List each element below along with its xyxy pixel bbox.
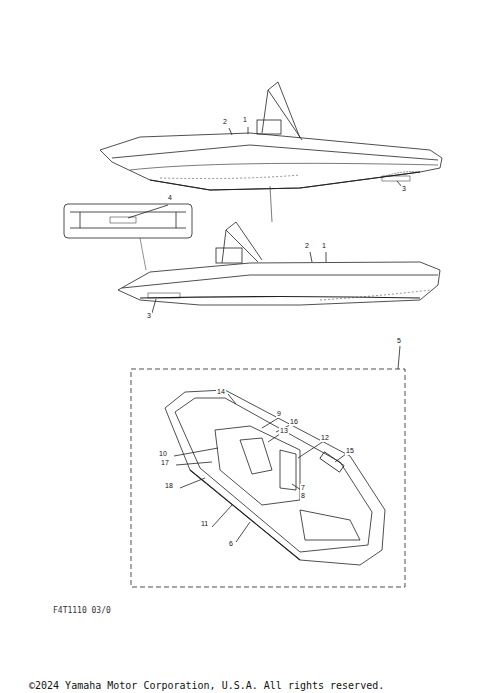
callout-number: 12	[320, 434, 330, 442]
callout-number: 1	[242, 116, 248, 124]
transom-inset	[64, 204, 192, 270]
callout-number: 7	[300, 484, 306, 492]
callout-number: 4	[167, 194, 173, 202]
callout-number: 15	[345, 447, 355, 455]
callout-number: 16	[289, 418, 299, 426]
callout-number: 18	[164, 482, 174, 490]
kit-box	[131, 369, 405, 587]
callout-number: 17	[160, 459, 170, 467]
boat-side-view	[118, 186, 440, 313]
figure-code: F4T1110 03/0	[52, 607, 112, 615]
callout-number: 2	[222, 118, 228, 126]
boat-side-view	[100, 82, 442, 190]
copyright-note: ©2024 Yamaha Motor Corporation, U.S.A. A…	[28, 680, 385, 692]
callout-number: 10	[158, 450, 168, 458]
callout-number: 1	[321, 242, 327, 250]
callout-number: 14	[216, 388, 226, 396]
callout-number: 8	[300, 492, 306, 500]
callout-number: 3	[401, 185, 407, 193]
callout-number: 2	[304, 242, 310, 250]
callout-number: 5	[396, 337, 402, 345]
callout-number: 3	[146, 312, 152, 320]
callout-number: 11	[200, 520, 209, 528]
callout-number: 9	[276, 410, 282, 418]
callout-number: 6	[228, 540, 234, 548]
callout-number: 13	[279, 427, 289, 435]
boat-top-view	[165, 390, 385, 565]
